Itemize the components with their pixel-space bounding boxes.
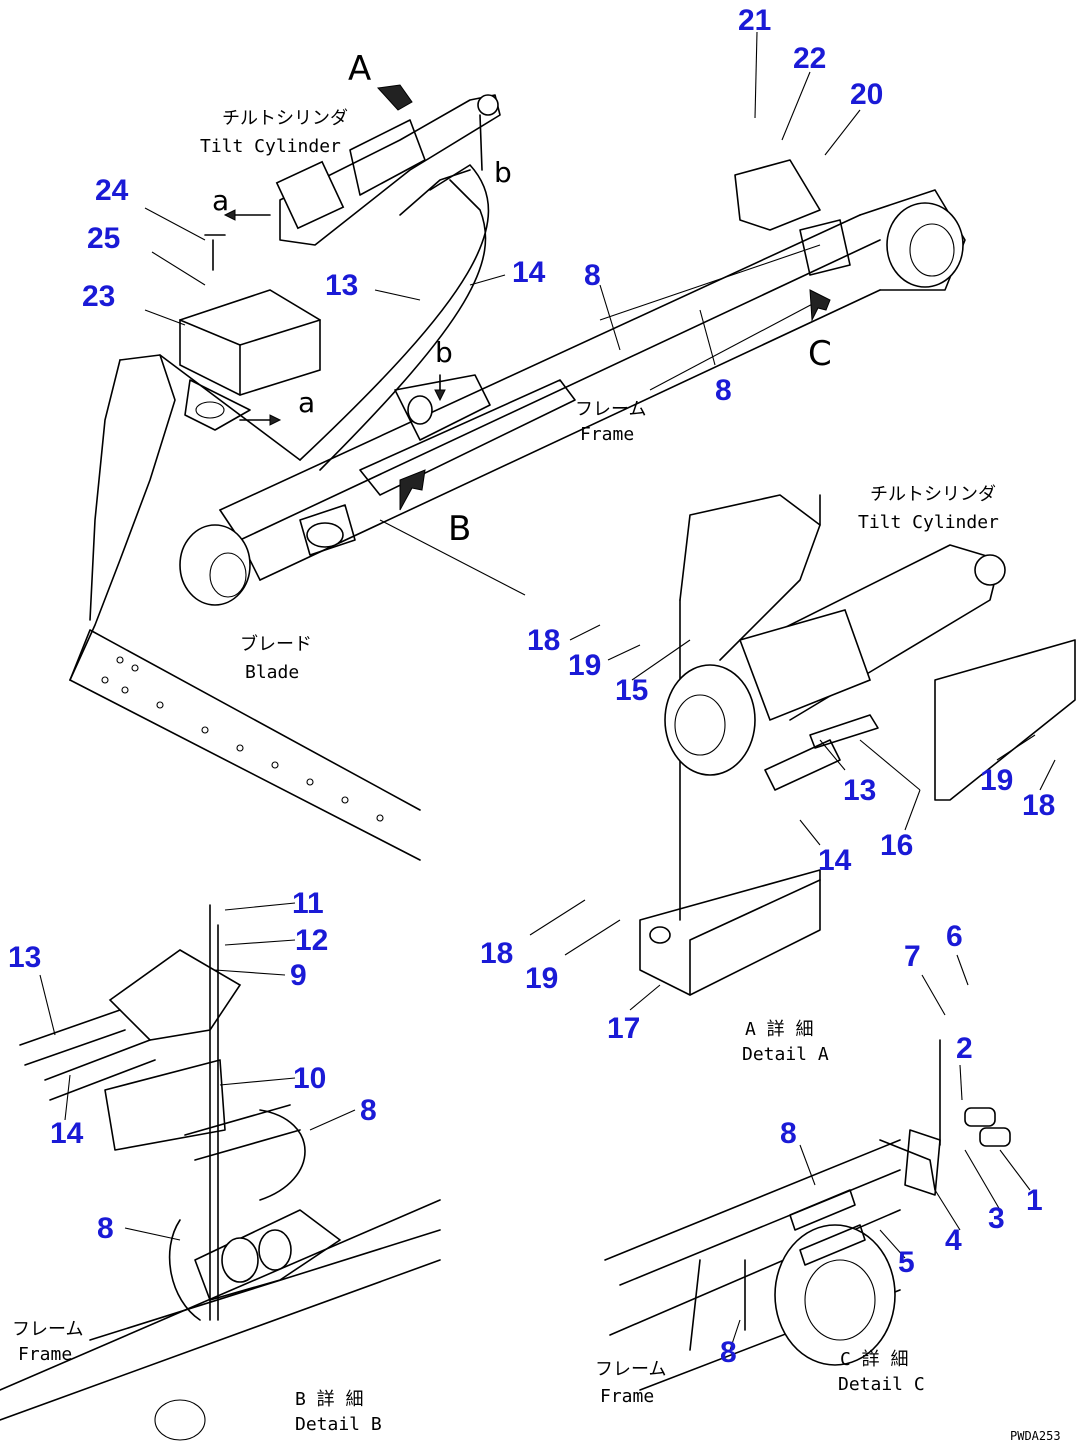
tilt-en-top: Tilt Cylinder [200, 136, 341, 157]
callout-24: 24 [95, 174, 129, 207]
callout-13-main: 13 [325, 269, 358, 302]
leader-lines [39, 31, 1056, 1351]
text-labels: A B C a a b b チルトシリンダ Tilt Cylinder チルトシ… [12, 49, 1061, 1443]
callout-16: 16 [880, 829, 913, 862]
blade-holes [101, 656, 384, 822]
main-frame [179, 159, 966, 606]
callout-15: 15 [615, 674, 648, 707]
detail-c-assembly [604, 1039, 1011, 1391]
callout-17: 17 [607, 1012, 640, 1045]
frame-en-3: Frame [600, 1386, 654, 1407]
tilt-cylinder-top [275, 84, 501, 471]
frame-jp-3: フレーム [595, 1359, 666, 1380]
blade [69, 354, 421, 861]
callout-1: 1 [1026, 1184, 1043, 1217]
callout-8-main-2: 8 [715, 374, 732, 407]
part-callouts: 21 22 20 24 25 23 13 14 8 8 18 19 15 13 … [8, 4, 1055, 1369]
frame-en-1: Frame [580, 424, 634, 445]
callout-20: 20 [850, 78, 883, 111]
frame-jp-1: フレーム [575, 399, 646, 420]
callout-19-a3: 19 [525, 962, 558, 995]
callout-19-a1: 19 [568, 649, 601, 682]
arrow-label-b-1: b [494, 156, 512, 189]
callout-18-a2: 18 [1022, 789, 1055, 822]
detail-a-jp: A 詳 細 [745, 1019, 814, 1040]
detail-b-assembly [0, 904, 441, 1441]
view-label-a: A [348, 49, 371, 89]
frame-en-2: Frame [18, 1344, 72, 1365]
callout-22: 22 [793, 42, 826, 75]
detail-a-en: Detail A [742, 1044, 829, 1065]
callout-13-b: 13 [8, 941, 41, 974]
callout-9: 9 [290, 959, 307, 992]
blade-en: Blade [245, 662, 299, 683]
callout-8-c2: 8 [720, 1336, 737, 1369]
callout-6: 6 [946, 920, 963, 953]
callout-21: 21 [738, 4, 771, 37]
callout-8-main-1: 8 [584, 259, 601, 292]
frame-jp-2: フレーム [12, 1319, 83, 1340]
callout-23: 23 [82, 280, 115, 313]
callout-8-b2: 8 [97, 1212, 114, 1245]
callout-14-b: 14 [50, 1117, 84, 1150]
callout-4: 4 [945, 1224, 962, 1257]
callout-8-c1: 8 [780, 1117, 797, 1150]
arrow-label-b-2: b [435, 336, 453, 369]
view-label-c: C [808, 334, 832, 374]
blade-jp: ブレード [240, 633, 312, 655]
view-arrows [223, 209, 831, 511]
callout-10: 10 [293, 1062, 326, 1095]
callout-18-a1: 18 [527, 624, 560, 657]
callout-7: 7 [904, 940, 921, 973]
callout-5: 5 [898, 1246, 915, 1279]
callout-14-main: 14 [512, 256, 546, 289]
callout-18-a3: 18 [480, 937, 513, 970]
callout-11: 11 [292, 887, 324, 920]
detail-c-jp: C 詳 細 [840, 1349, 909, 1370]
tilt-jp-top: チルトシリンダ [222, 108, 348, 129]
tilt-en-right: Tilt Cylinder [858, 512, 999, 533]
detail-b-jp: B 詳 細 [295, 1389, 364, 1410]
callout-3: 3 [988, 1202, 1005, 1235]
callout-13-a: 13 [843, 774, 876, 807]
callout-8-b1: 8 [360, 1094, 377, 1127]
callout-12: 12 [295, 924, 328, 957]
callout-2: 2 [956, 1032, 973, 1065]
box-part-23 [179, 234, 321, 431]
arrow-label-a-2: a [298, 386, 315, 419]
detail-c-en: Detail C [838, 1374, 925, 1395]
tilt-cylinder-detail-a [639, 494, 1076, 996]
detail-b-en: Detail B [295, 1414, 382, 1435]
drawing-code: PWDA253 [1010, 1429, 1061, 1443]
callout-25: 25 [87, 222, 120, 255]
tilt-jp-right: チルトシリンダ [870, 484, 996, 505]
view-label-b: B [448, 509, 471, 549]
arrow-label-a-1: a [212, 184, 229, 217]
callout-19-a2: 19 [980, 764, 1013, 797]
callout-14-a: 14 [818, 844, 852, 877]
